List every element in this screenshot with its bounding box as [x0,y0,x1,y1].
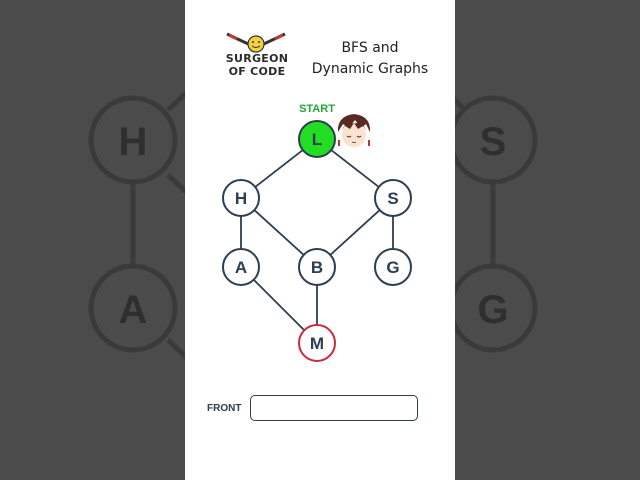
brand-line-2: OF CODE [228,65,286,78]
node-circle-b [298,248,336,286]
node-label-h: H [235,189,247,208]
background-node-s-label: S [480,120,507,164]
video-title: BFS and Dynamic Graphs [295,38,445,80]
background-left-zoom: H A [0,0,185,480]
front-queue-label: FRONT [207,403,242,414]
graph-edges [240,149,394,331]
graph-node-g: G [374,248,412,286]
title-line-1: BFS and [341,40,399,56]
node-label-b: B [311,258,323,277]
brand-line-1: SURGEON [225,52,289,65]
title-line-2: Dynamic Graphs [311,61,429,77]
front-queue-box [250,395,418,421]
surgeon-of-code-logo-icon [226,32,286,53]
edge-s-b [329,209,381,256]
edge-a-m [253,279,305,331]
graph-node-m: M [298,324,336,362]
character-avatar-icon [337,114,371,147]
graph-node-h: H [222,179,260,217]
brand-logo-text: SURGEON OF CODE [223,52,291,78]
node-label-s: S [387,189,398,208]
node-circle-m [298,324,336,362]
edge-l-s [330,149,380,188]
node-label-l: L [312,130,322,149]
graph-node-a: A [222,248,260,286]
start-label: START [299,103,335,115]
node-label-g: G [386,258,399,277]
background-node-g-label: G [477,288,508,332]
node-circle-a [222,248,260,286]
node-label-m: M [310,334,324,353]
background-node-g [455,263,538,353]
node-circle-h [222,179,260,217]
background-node-s [455,95,538,185]
bfs-graph-diagram: L H S A B G M START [222,103,412,362]
graph-node-s: S [374,179,412,217]
video-frame-panel: SURGEON OF CODE BFS and Dynamic Graphs L… [185,0,455,480]
node-circle-l [298,120,336,158]
background-right-graph: S G [455,95,538,353]
background-left-graph: H A [88,90,185,360]
edge-l-h [254,149,304,188]
node-label-a: A [235,258,247,277]
graph-nodes: L H S A B G M [222,120,412,362]
background-right-zoom: S G [455,0,640,480]
background-node-a [88,263,178,353]
node-circle-g [374,248,412,286]
graph-node-l: L [298,120,336,158]
node-circle-s [374,179,412,217]
edge-h-b [253,209,305,256]
background-node-h [88,95,178,185]
background-node-a-label: A [119,288,148,332]
graph-node-b: B [298,248,336,286]
background-node-h-label: H [119,120,148,164]
